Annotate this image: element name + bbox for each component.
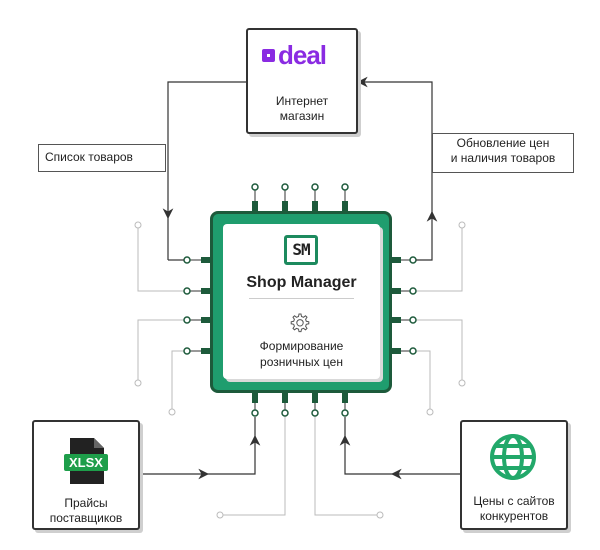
suppliers-box: XLSX Прайсы поставщиков	[32, 420, 140, 530]
deal-logo-text: deal	[278, 40, 327, 70]
deal-logo-icon: deal	[262, 40, 327, 71]
marketplace-caption-line1: Интернет	[275, 94, 329, 108]
suppliers-caption-line1: Прайсы	[64, 496, 108, 510]
sm-logo-text: SM	[292, 240, 310, 259]
chip-title: Shop Manager	[246, 274, 357, 291]
marketplace-box: deal Интернет магазин	[246, 28, 358, 134]
chip-divider	[249, 298, 354, 299]
chip-caption-line1: Формирование	[259, 339, 344, 353]
decorative-traces	[134, 221, 466, 519]
arrow-update-prices	[356, 76, 433, 218]
marketplace-caption-line2: магазин	[279, 109, 325, 123]
gear-icon	[290, 313, 310, 333]
chip-caption-line2: розничных цен	[260, 355, 343, 369]
xlsx-badge-text: XLSX	[69, 455, 103, 470]
chip-panel: SM Shop Manager Формирование розничных ц…	[223, 224, 380, 379]
update-label-line1: Обновление цен	[456, 136, 550, 150]
globe-icon	[490, 434, 536, 480]
competitors-box: Цены с сайтов конкурентов	[460, 420, 568, 530]
sm-logo-icon: SM	[284, 235, 318, 265]
right-pins	[390, 256, 417, 355]
competitors-caption-line1: Цены с сайтов	[473, 494, 555, 508]
competitors-caption-line2: конкурентов	[479, 509, 549, 523]
product-list-text: Список товаров	[45, 150, 133, 164]
top-pins	[251, 183, 349, 212]
arrow-product-list	[162, 81, 246, 220]
bottom-pins	[251, 392, 349, 417]
left-pins	[183, 256, 212, 355]
update-label-line2: и наличия товаров	[450, 151, 556, 165]
shop-manager-chip: SM Shop Manager Формирование розничных ц…	[210, 211, 392, 393]
update-prices-label: Обновление цен и наличия товаров	[432, 133, 574, 173]
suppliers-caption-line2: поставщиков	[49, 511, 123, 525]
xlsx-file-icon: XLSX	[64, 438, 108, 484]
product-list-label: Список товаров	[38, 144, 166, 172]
